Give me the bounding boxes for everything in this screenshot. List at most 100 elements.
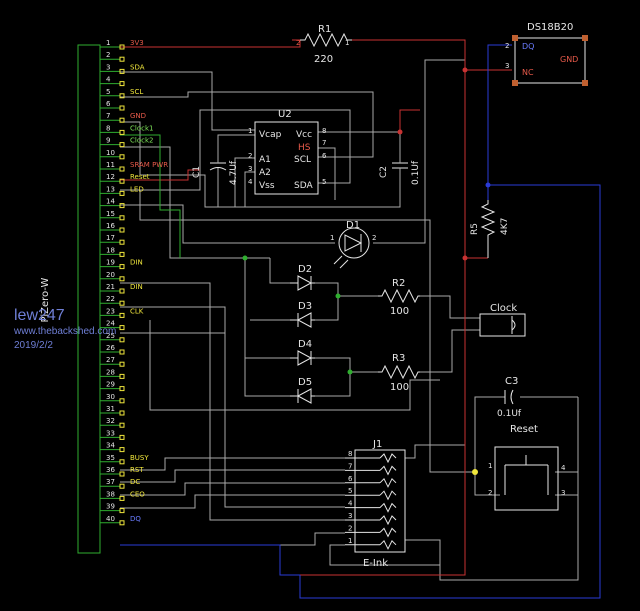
pi-pin-number: 35 — [106, 454, 115, 462]
j1-pin-contact — [379, 490, 397, 501]
r1-pin2: 2 — [296, 39, 300, 47]
u2-sda: SDA — [294, 181, 313, 191]
ds18b20-name: DS18B20 — [527, 22, 573, 33]
r1-value: 220 — [314, 54, 333, 65]
wire-j1-p1 — [329, 539, 441, 566]
pi-pin-number: 11 — [106, 161, 115, 169]
pi-pin-pad — [119, 459, 125, 465]
c1-value: 4.7Uf — [229, 160, 239, 185]
c3-value: 0.1Uf — [497, 409, 522, 419]
wire-d1-right — [373, 59, 465, 244]
r2-ref: R2 — [392, 278, 405, 289]
pi-pin-number: 23 — [106, 307, 115, 315]
pi-pin-number: 22 — [106, 295, 115, 303]
wire-j1-p2 — [120, 532, 345, 546]
d1-ray1 — [333, 255, 343, 265]
wire-3v3-b — [352, 39, 466, 258]
j1-pin-contact — [379, 539, 397, 550]
pi-pin-number: 38 — [106, 490, 115, 498]
pi-pin-signal: Clock1 — [130, 124, 153, 132]
pi-pin-number: 14 — [106, 198, 115, 206]
wire-din1 — [120, 282, 345, 521]
pi-pin-pad — [119, 300, 125, 306]
wire-clock1 — [120, 134, 181, 258]
pi-pin-signal: 3V3 — [130, 39, 144, 47]
u2-rtc-chip: U2 Vcap A1 A2 Vss Vcc HS SCL SDA 1 2 3 4… — [248, 109, 327, 195]
j1-pin-number: 7 — [348, 462, 352, 470]
wire-r2-out — [420, 295, 480, 319]
ds18b20-dq: DQ — [522, 42, 534, 51]
wire-ceo — [120, 494, 345, 509]
pi-pin-pad — [119, 410, 125, 416]
wire-busy — [120, 457, 345, 471]
pi-pin-pad — [119, 117, 125, 123]
wire-a2 — [244, 171, 255, 207]
pi-pin-pad — [119, 434, 125, 440]
d3-triangle — [296, 312, 312, 328]
d1-ref: D1 — [346, 220, 360, 231]
pi-pin-pad — [119, 44, 125, 50]
pi-pin-pad — [119, 129, 125, 135]
junction-r2 — [335, 293, 341, 299]
r1-pin1: 1 — [345, 39, 349, 47]
pi-pin-signal: Clock2 — [130, 137, 153, 145]
resistor-r3: R3 100 — [378, 353, 420, 393]
pi-pin-number: 8 — [106, 124, 110, 132]
r5-ref: R5 — [470, 223, 480, 235]
resistor-r5: R5 4K7 — [470, 200, 510, 258]
reset-body — [494, 446, 559, 511]
ds18b20-nc: NC — [522, 68, 534, 77]
pi-pin-pad — [119, 386, 125, 392]
clock-body — [479, 313, 526, 337]
reset-label: Reset — [510, 424, 538, 435]
d1-triangle — [344, 234, 363, 252]
pi-pin-signal: CEO — [130, 490, 145, 498]
pi-pin-pad — [119, 471, 125, 477]
resistor-r2: R2 100 — [378, 278, 420, 317]
u2-p3: 3 — [248, 165, 252, 173]
junction-vcc — [397, 129, 403, 135]
pi-pin-pad — [119, 398, 125, 404]
pi-pin-number: 39 — [106, 503, 115, 511]
ds18b20-gnd: GND — [560, 55, 578, 64]
diode-d3: D3 — [290, 301, 315, 328]
pi-pin-pad — [119, 56, 125, 62]
c1-plate-bottom — [209, 167, 227, 171]
d3-ref: D3 — [298, 301, 312, 312]
u2-hs: HS — [298, 143, 311, 153]
j1-body — [354, 449, 406, 553]
pi-pin-number: 32 — [106, 417, 115, 425]
ds18b20-corner-tr — [582, 35, 588, 41]
j1-pin-number: 3 — [348, 512, 352, 520]
pi-pin-signal: Reset — [130, 173, 150, 181]
ds18b20-sensor: DS18B20 DQ NC GND 2 3 — [505, 22, 588, 86]
wire-c3-left — [474, 396, 505, 472]
d2-ref: D2 — [298, 264, 312, 275]
ds18b20-body — [514, 37, 586, 84]
watermark-date: 2019/2/2 — [14, 340, 53, 351]
pi-pin-number: 16 — [106, 222, 115, 230]
j1-pin-number: 2 — [348, 524, 352, 532]
diode-d5: D5 — [290, 377, 315, 404]
resistor-r1: R1 220 2 1 — [296, 24, 352, 65]
j1-label: E-Ink — [363, 558, 388, 569]
pi-pin-number: 18 — [106, 246, 115, 254]
wire-r3-out — [420, 329, 480, 373]
j1-pin-number: 6 — [348, 475, 353, 483]
pi-pin-number: 27 — [106, 356, 115, 364]
r3-ref: R3 — [392, 353, 405, 364]
diode-d2: D2 — [290, 264, 315, 291]
pi-pin-pad — [119, 520, 125, 526]
wire-din2 — [120, 306, 345, 508]
c2-value: 0.1Uf — [411, 160, 421, 185]
reset-pin4: 4 — [561, 464, 566, 472]
pi-pin-pad — [119, 166, 125, 172]
junction-reset — [472, 469, 478, 475]
pi-pin-number: 3 — [106, 63, 110, 71]
u2-scl: SCL — [294, 155, 311, 165]
pi-pin-pad — [119, 190, 125, 196]
pi-pin-pad — [119, 105, 125, 111]
wire-clk — [149, 320, 440, 411]
